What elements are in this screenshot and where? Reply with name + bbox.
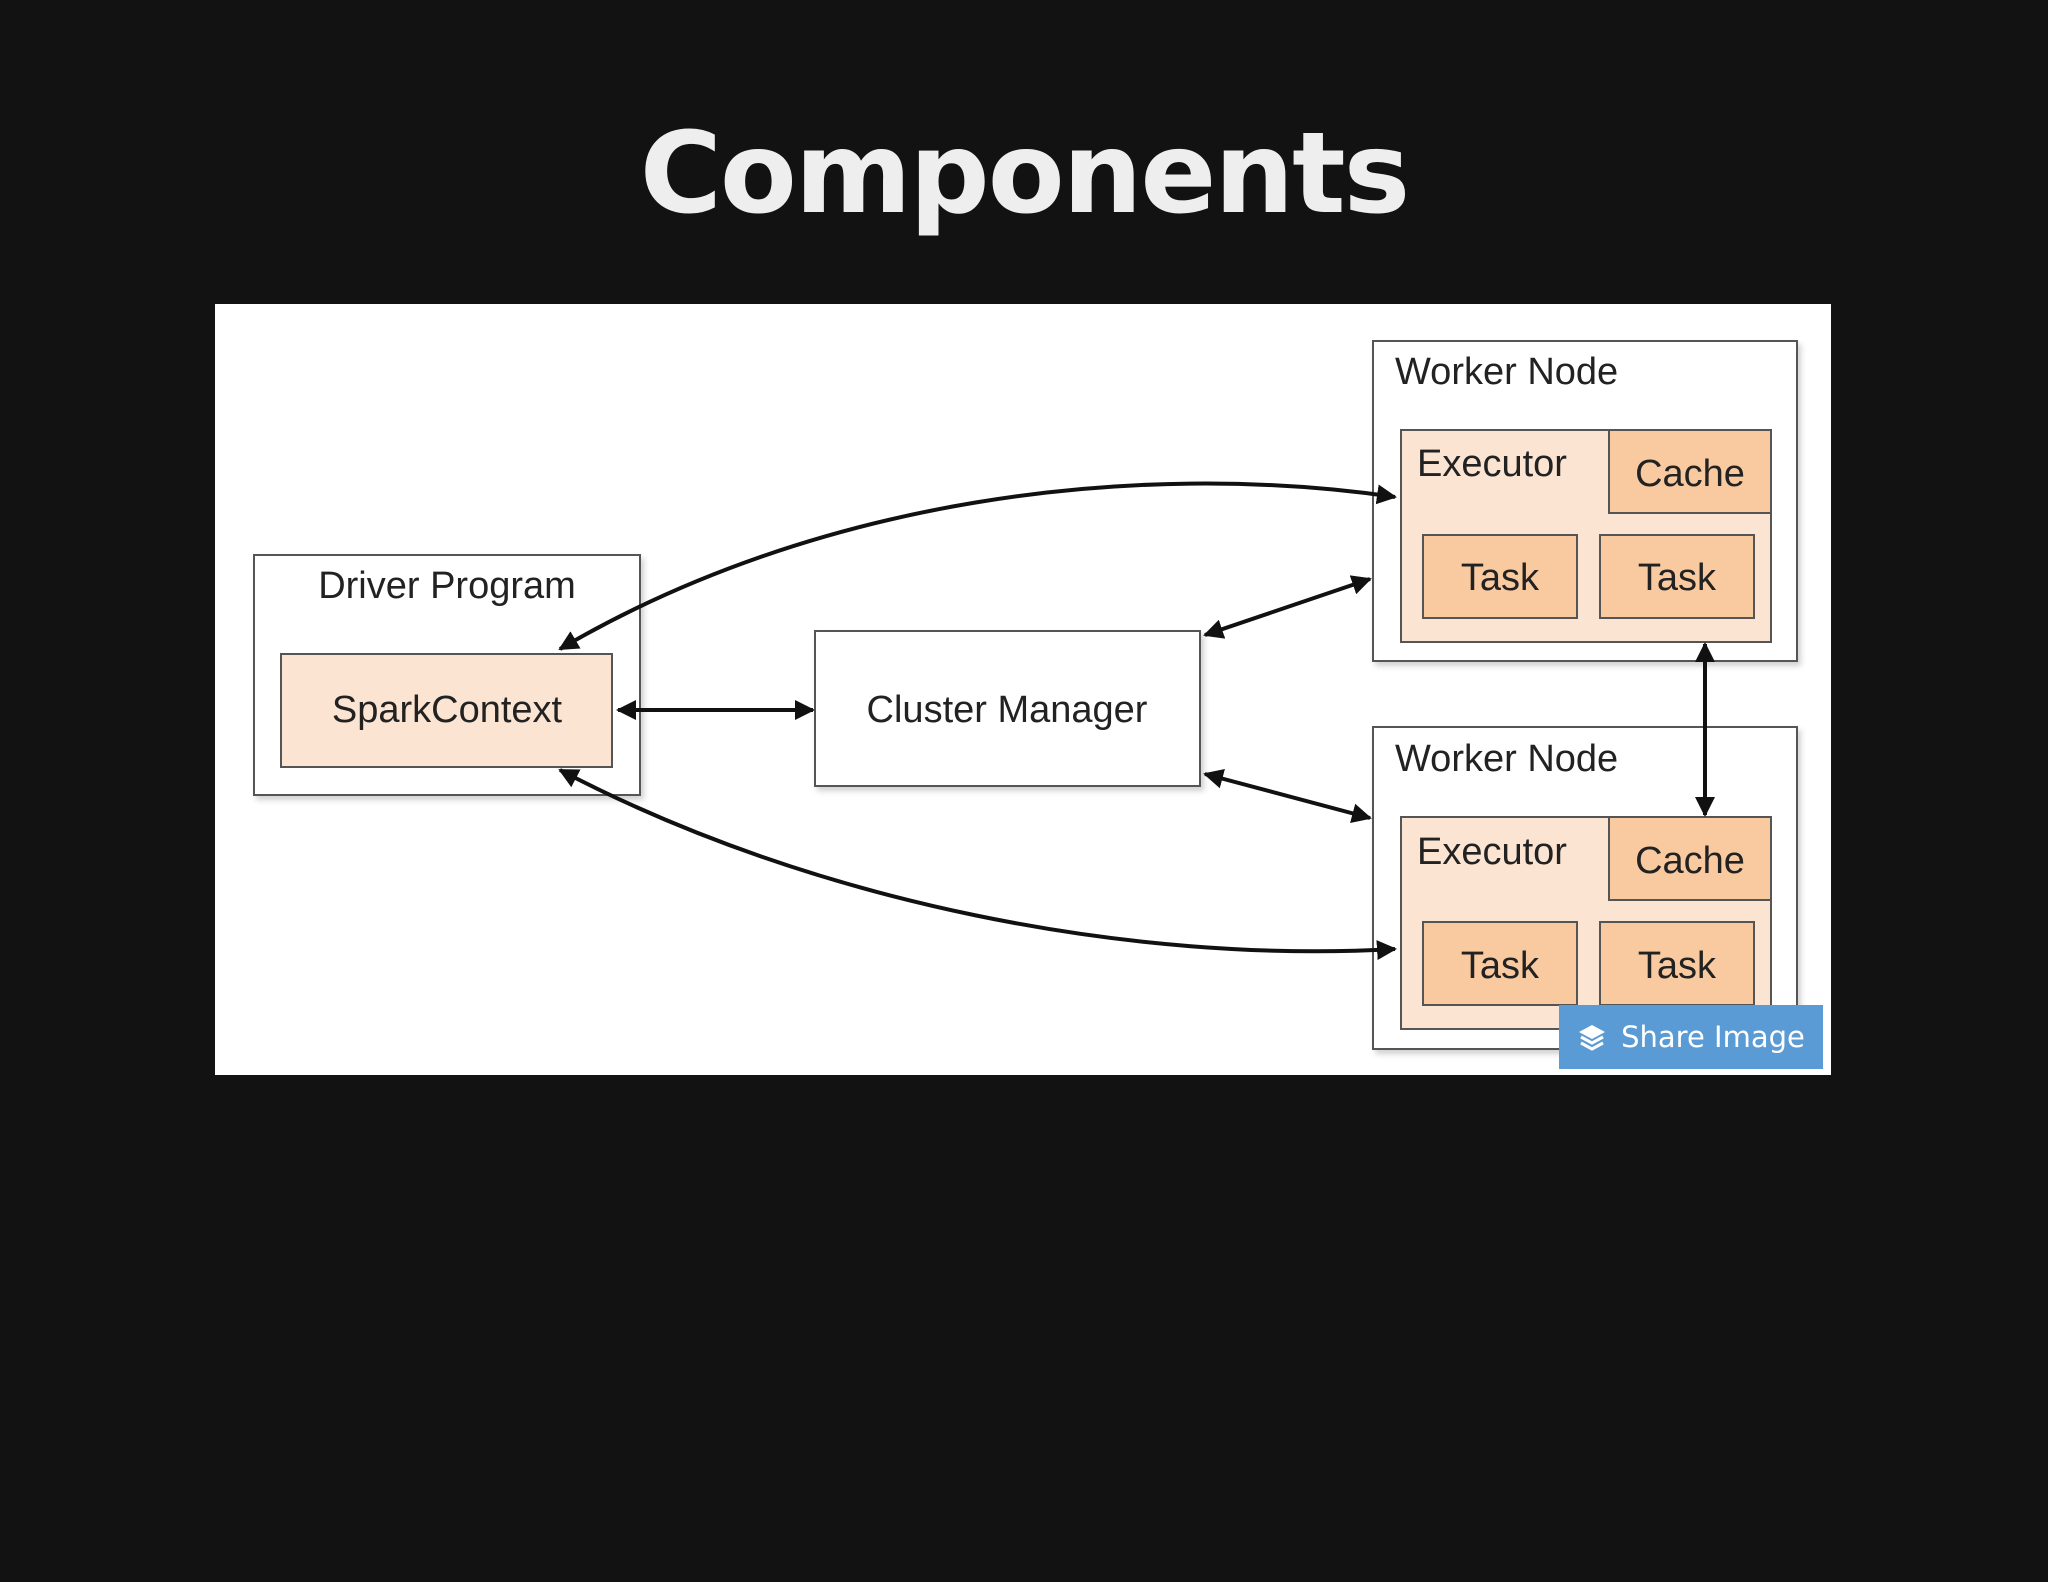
cache-bottom-box [1608,816,1772,901]
task-top-right-label: Task [1638,557,1717,599]
worker-node-top: Worker Node Executor Cache Task Task [1372,340,1798,662]
task-top-left-label: Task [1461,557,1540,599]
spark-context-label: SparkContext [332,689,563,731]
worker-node-bottom-label: Worker Node [1395,738,1618,780]
driver-program-label: Driver Program [318,565,576,607]
cache-top-box [1608,429,1772,514]
task-bottom-left-box [1422,921,1578,1006]
arrow-driver-to-worker-top [558,481,1397,651]
worker-node-bottom: Worker Node Executor Cache Task Task [1372,726,1798,1050]
cache-bottom-label: Cache [1635,840,1745,882]
worker-node-top-label: Worker Node [1395,351,1618,393]
spark-context-box [280,653,613,768]
task-top-left-box [1422,534,1578,619]
task-bottom-right-label: Task [1638,945,1717,987]
diagram-canvas: Driver Program SparkContext Cluster Mana… [253,340,1798,1050]
arrow-cluster-manager-to-worker-bottom [1203,768,1372,824]
executor-top-label: Executor [1417,443,1567,485]
driver-program-node: Driver Program SparkContext [253,554,641,796]
executor-bottom-label: Executor [1417,831,1567,873]
cluster-manager-node: Cluster Manager [814,630,1201,787]
task-top-right-box [1599,534,1755,619]
slide-title: Components [639,109,1411,239]
share-image-button[interactable]: Share Image [1559,1005,1823,1069]
cache-top-label: Cache [1635,453,1745,495]
task-bottom-left-label: Task [1461,945,1540,987]
arrow-cluster-manager-to-worker-top [1203,575,1372,639]
layers-icon [1579,1025,1606,1051]
arrow-driver-to-worker-bottom [558,768,1397,961]
share-image-label: Share Image [1621,1020,1805,1054]
architecture-diagram: Driver Program SparkContext Cluster Mana… [215,304,1831,1075]
cluster-manager-label: Cluster Manager [867,689,1148,731]
